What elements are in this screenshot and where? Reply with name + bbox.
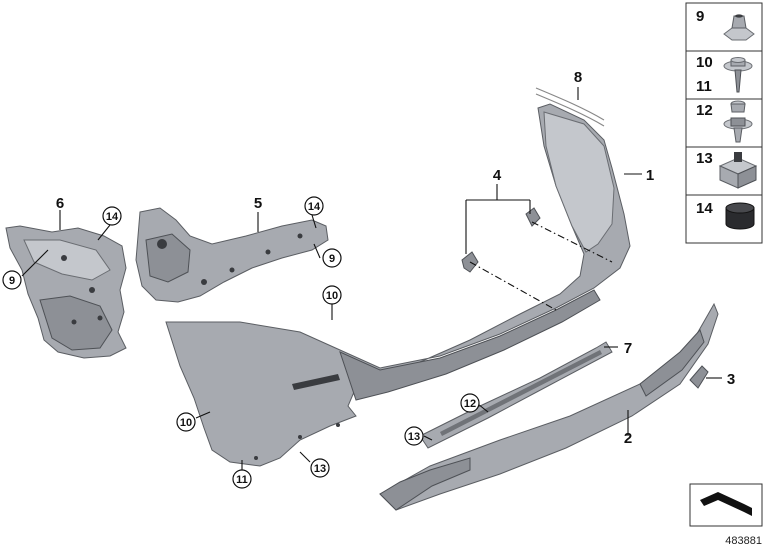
- leader-lines: [21, 87, 722, 471]
- svg-text:9: 9: [329, 253, 335, 265]
- label-8: 8: [574, 69, 582, 86]
- svg-text:12: 12: [464, 398, 476, 410]
- sidebar-label-14: 14: [696, 200, 713, 217]
- grommet-icon: [725, 202, 755, 230]
- nut-icon: [723, 14, 755, 41]
- screw-icon: [723, 57, 753, 93]
- part-5-bracket: [135, 207, 329, 303]
- callout-9-left: 9: [2, 270, 22, 290]
- part-4-brackets: [461, 207, 541, 273]
- callout-10-left: 10: [176, 412, 196, 432]
- svg-text:10: 10: [326, 290, 338, 302]
- callout-10-top: 10: [322, 285, 342, 305]
- callout-13-center: 13: [404, 426, 424, 446]
- rivet-icon: [723, 100, 753, 143]
- sidebar-label-10: 10: [696, 54, 713, 71]
- label-2: 2: [624, 430, 632, 447]
- view-orientation-icon: [689, 483, 763, 527]
- sidebar-label-12: 12: [696, 102, 713, 119]
- sidebar-label-9: 9: [696, 8, 704, 25]
- svg-text:13: 13: [408, 431, 420, 443]
- svg-text:11: 11: [236, 474, 248, 486]
- svg-text:10: 10: [180, 417, 192, 429]
- part-3-clip: [689, 365, 709, 389]
- callout-12: 12: [460, 393, 480, 413]
- clip-icon: [718, 152, 758, 189]
- label-5: 5: [254, 195, 262, 212]
- label-4: 4: [493, 167, 502, 184]
- callout-14-left: 14: [102, 206, 122, 226]
- svg-text:14: 14: [308, 201, 321, 213]
- part-6-bracket: [5, 225, 127, 359]
- label-3: 3: [727, 371, 735, 388]
- callout-14-center: 14: [304, 196, 324, 216]
- label-7: 7: [624, 340, 632, 357]
- callout-11: 11: [232, 469, 252, 489]
- sidebar-label-13: 13: [696, 150, 713, 167]
- svg-text:9: 9: [9, 275, 15, 287]
- assembly-lines: [469, 221, 613, 311]
- callout-9-center: 9: [322, 248, 342, 268]
- document-number: 483881: [725, 535, 762, 547]
- small-parts-sidebar: 9 10 11 12 13: [685, 2, 763, 244]
- svg-text:13: 13: [314, 463, 326, 475]
- part-8-strip: [535, 87, 605, 127]
- callout-13-bottom: 13: [310, 458, 330, 478]
- svg-text:14: 14: [106, 211, 119, 223]
- part-1-bumper: [165, 103, 631, 467]
- part-2-diffuser: [379, 302, 719, 511]
- sidebar-label-11: 11: [696, 78, 712, 95]
- label-6: 6: [56, 195, 64, 212]
- label-1: 1: [646, 167, 654, 184]
